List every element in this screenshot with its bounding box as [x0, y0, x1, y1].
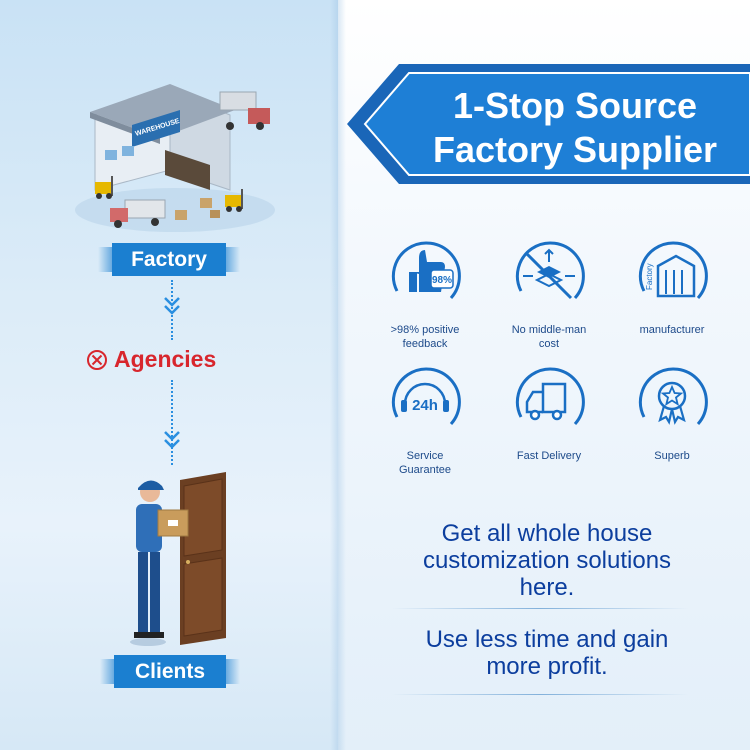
service-badge: 24h [412, 397, 438, 414]
feature-label: Superb [654, 450, 690, 462]
cross-circle-icon [87, 349, 107, 370]
banner-title-line1: 1-Stop Source [452, 85, 698, 126]
warehouse-illustration: WAREHOUSE [75, 84, 275, 232]
feature-label: Guarantee [399, 464, 451, 476]
divider [330, 0, 346, 750]
agencies-excluded: Agencies [86, 346, 216, 373]
chevron-down-icon [164, 297, 180, 315]
24h-service-icon: 24h [391, 367, 461, 425]
forklift [95, 176, 113, 199]
feature-label: Fast Delivery [516, 450, 582, 462]
feature-fast-delivery: Fast Delivery [489, 362, 609, 463]
feature-manufacturer: Factory manufacturer [612, 236, 732, 337]
banner-title: 1-Stop Source Factory Supplier [400, 84, 750, 172]
factory-badge: Factory [645, 263, 654, 290]
feature-positive-feedback: 98% >98% positive feedback [365, 236, 485, 351]
separator [392, 608, 688, 609]
feedback-badge: 98% [432, 275, 452, 286]
factory-label: Factory [98, 243, 240, 276]
door [180, 472, 226, 645]
tagline-solutions: Get all whole house customization soluti… [422, 520, 672, 601]
feature-service-guarantee: 24h Service Guarantee [365, 362, 485, 477]
title-banner [347, 64, 750, 184]
no-middleman-icon [515, 241, 585, 300]
feature-superb: Superb [612, 362, 732, 463]
banner-title-line2: Factory Supplier [432, 129, 718, 170]
feature-label: manufacturer [639, 324, 705, 336]
feature-no-middleman: No middle-man cost [489, 236, 609, 351]
feature-label: No middle-man [511, 324, 587, 336]
factory-building-icon: Factory [638, 241, 708, 299]
delivery-truck-icon [515, 367, 585, 425]
agencies-label: Agencies [114, 346, 217, 372]
feature-label: >98% positive [390, 324, 460, 336]
award-star-icon [638, 367, 708, 425]
flow-line-bottom [171, 380, 173, 465]
truck-front [110, 199, 166, 228]
feature-label: cost [538, 338, 560, 350]
chevron-down-icon [164, 431, 180, 449]
flow-line-top [171, 280, 173, 340]
forklift [225, 189, 243, 212]
feature-label: Service [406, 450, 444, 462]
tagline-profit: Use less time and gain more profit. [425, 626, 669, 680]
feature-label: feedback [402, 338, 448, 350]
separator [392, 694, 688, 695]
truck-right [219, 91, 270, 130]
thumbs-up-98-icon: 98% [391, 241, 461, 299]
clients-label: Clients [100, 655, 240, 688]
delivery-man-illustration [130, 472, 226, 646]
